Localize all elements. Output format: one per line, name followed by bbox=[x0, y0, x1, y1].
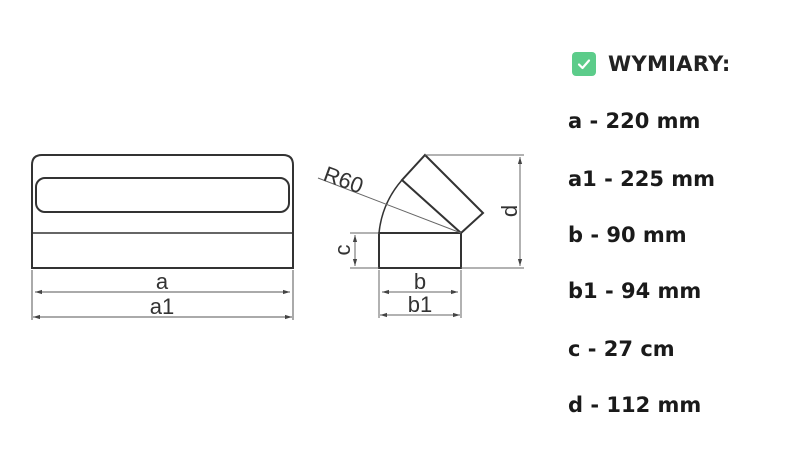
label-a: a bbox=[156, 269, 169, 294]
dimension-c: c - 27 cm bbox=[568, 337, 675, 361]
label-d: d bbox=[497, 205, 522, 217]
dimensions-heading: WYMIARY: bbox=[572, 52, 731, 76]
checkbox-checked-icon bbox=[572, 52, 596, 76]
label-r60: R60 bbox=[320, 161, 366, 198]
label-a1: a1 bbox=[150, 294, 174, 319]
technical-drawing: a a1 R60 d c b b1 bbox=[31, 153, 524, 320]
label-c: c bbox=[330, 245, 355, 256]
dimension-b: b - 90 mm bbox=[568, 223, 687, 247]
label-b1: b1 bbox=[408, 292, 432, 317]
dimension-b1: b1 - 94 mm bbox=[568, 279, 702, 303]
elbow-dimension-lines bbox=[317, 154, 524, 318]
dimension-a: a - 220 mm bbox=[568, 109, 701, 133]
dimension-d: d - 112 mm bbox=[568, 393, 702, 417]
dimension-lines-a bbox=[31, 270, 294, 320]
straight-duct-side-view bbox=[31, 154, 294, 269]
label-b: b bbox=[414, 269, 426, 294]
dimension-a1: a1 - 225 mm bbox=[568, 167, 716, 191]
elbow-duct-side-view bbox=[378, 153, 485, 269]
heading-text: WYMIARY: bbox=[608, 52, 731, 76]
